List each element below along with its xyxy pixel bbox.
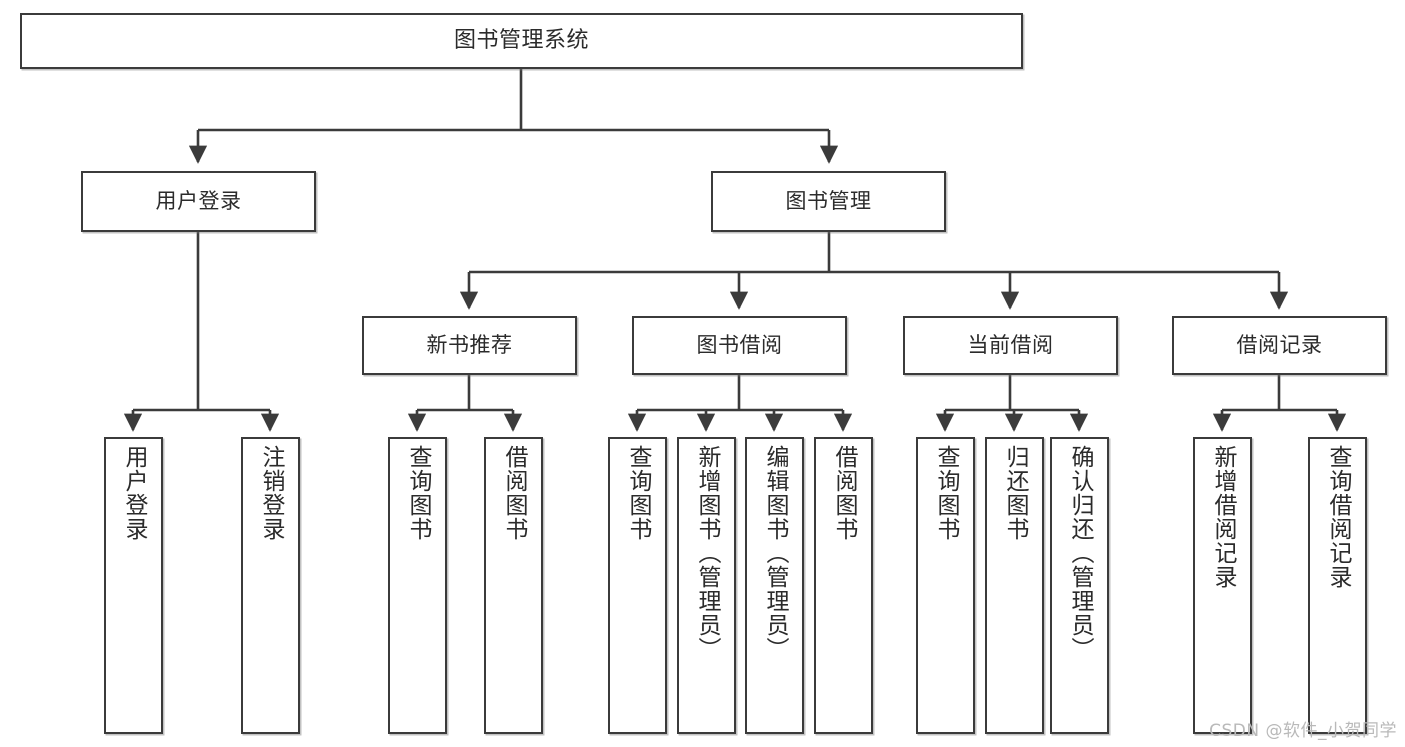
node-user-login[interactable]: 用户登录 xyxy=(81,171,316,232)
leaf-record-query-record[interactable]: 查询借阅记录 xyxy=(1308,437,1367,734)
node-label: 借阅记录 xyxy=(1236,333,1323,358)
node-label: 查询图书 xyxy=(625,445,651,541)
node-label: 注销登录 xyxy=(258,445,284,541)
node-label: 当前借阅 xyxy=(967,333,1054,358)
leaf-borrow-edit-book-admin[interactable]: 编辑图书（管理员） xyxy=(745,437,804,734)
node-label: 新书推荐 xyxy=(426,333,513,358)
node-label: 确认归还（管理员） xyxy=(1067,445,1093,661)
node-new-book-recommend[interactable]: 新书推荐 xyxy=(362,316,577,375)
csdn-watermark: CSDN @软件_小贺同学 xyxy=(1209,721,1397,741)
node-label: 归还图书 xyxy=(1002,445,1028,541)
leaf-current-query-book[interactable]: 查询图书 xyxy=(916,437,975,734)
leaf-record-add-record[interactable]: 新增借阅记录 xyxy=(1193,437,1252,734)
leaf-current-return-book[interactable]: 归还图书 xyxy=(985,437,1044,734)
node-label: 查询图书 xyxy=(405,445,431,541)
node-label: 新增图书（管理员） xyxy=(694,445,720,661)
node-label: 借阅图书 xyxy=(831,445,857,541)
leaf-current-confirm-return-admin[interactable]: 确认归还（管理员） xyxy=(1050,437,1109,734)
node-label: 借阅图书 xyxy=(501,445,527,541)
leaf-borrow-query-book[interactable]: 查询图书 xyxy=(608,437,667,734)
node-label: 图书管理 xyxy=(785,189,872,214)
node-book-borrow[interactable]: 图书借阅 xyxy=(632,316,847,375)
leaf-borrow-add-book-admin[interactable]: 新增图书（管理员） xyxy=(677,437,736,734)
node-current-borrow[interactable]: 当前借阅 xyxy=(903,316,1118,375)
node-label: 用户登录 xyxy=(121,445,147,541)
leaf-user-login-logout[interactable]: 注销登录 xyxy=(241,437,300,734)
node-label: 用户登录 xyxy=(155,189,242,214)
node-label: 图书借阅 xyxy=(696,333,783,358)
node-borrow-record[interactable]: 借阅记录 xyxy=(1172,316,1387,375)
node-label: 新增借阅记录 xyxy=(1210,445,1236,589)
node-label: 编辑图书（管理员） xyxy=(762,445,788,661)
node-book-management[interactable]: 图书管理 xyxy=(711,171,946,232)
leaf-borrow-borrow-book[interactable]: 借阅图书 xyxy=(814,437,873,734)
leaf-user-login-login[interactable]: 用户登录 xyxy=(104,437,163,734)
node-label: 查询图书 xyxy=(933,445,959,541)
node-system-root[interactable]: 图书管理系统 xyxy=(20,13,1023,69)
leaf-recommend-query-book[interactable]: 查询图书 xyxy=(388,437,447,734)
node-label: 图书管理系统 xyxy=(453,28,589,54)
leaf-recommend-borrow-book[interactable]: 借阅图书 xyxy=(484,437,543,734)
node-label: 查询借阅记录 xyxy=(1325,445,1351,589)
